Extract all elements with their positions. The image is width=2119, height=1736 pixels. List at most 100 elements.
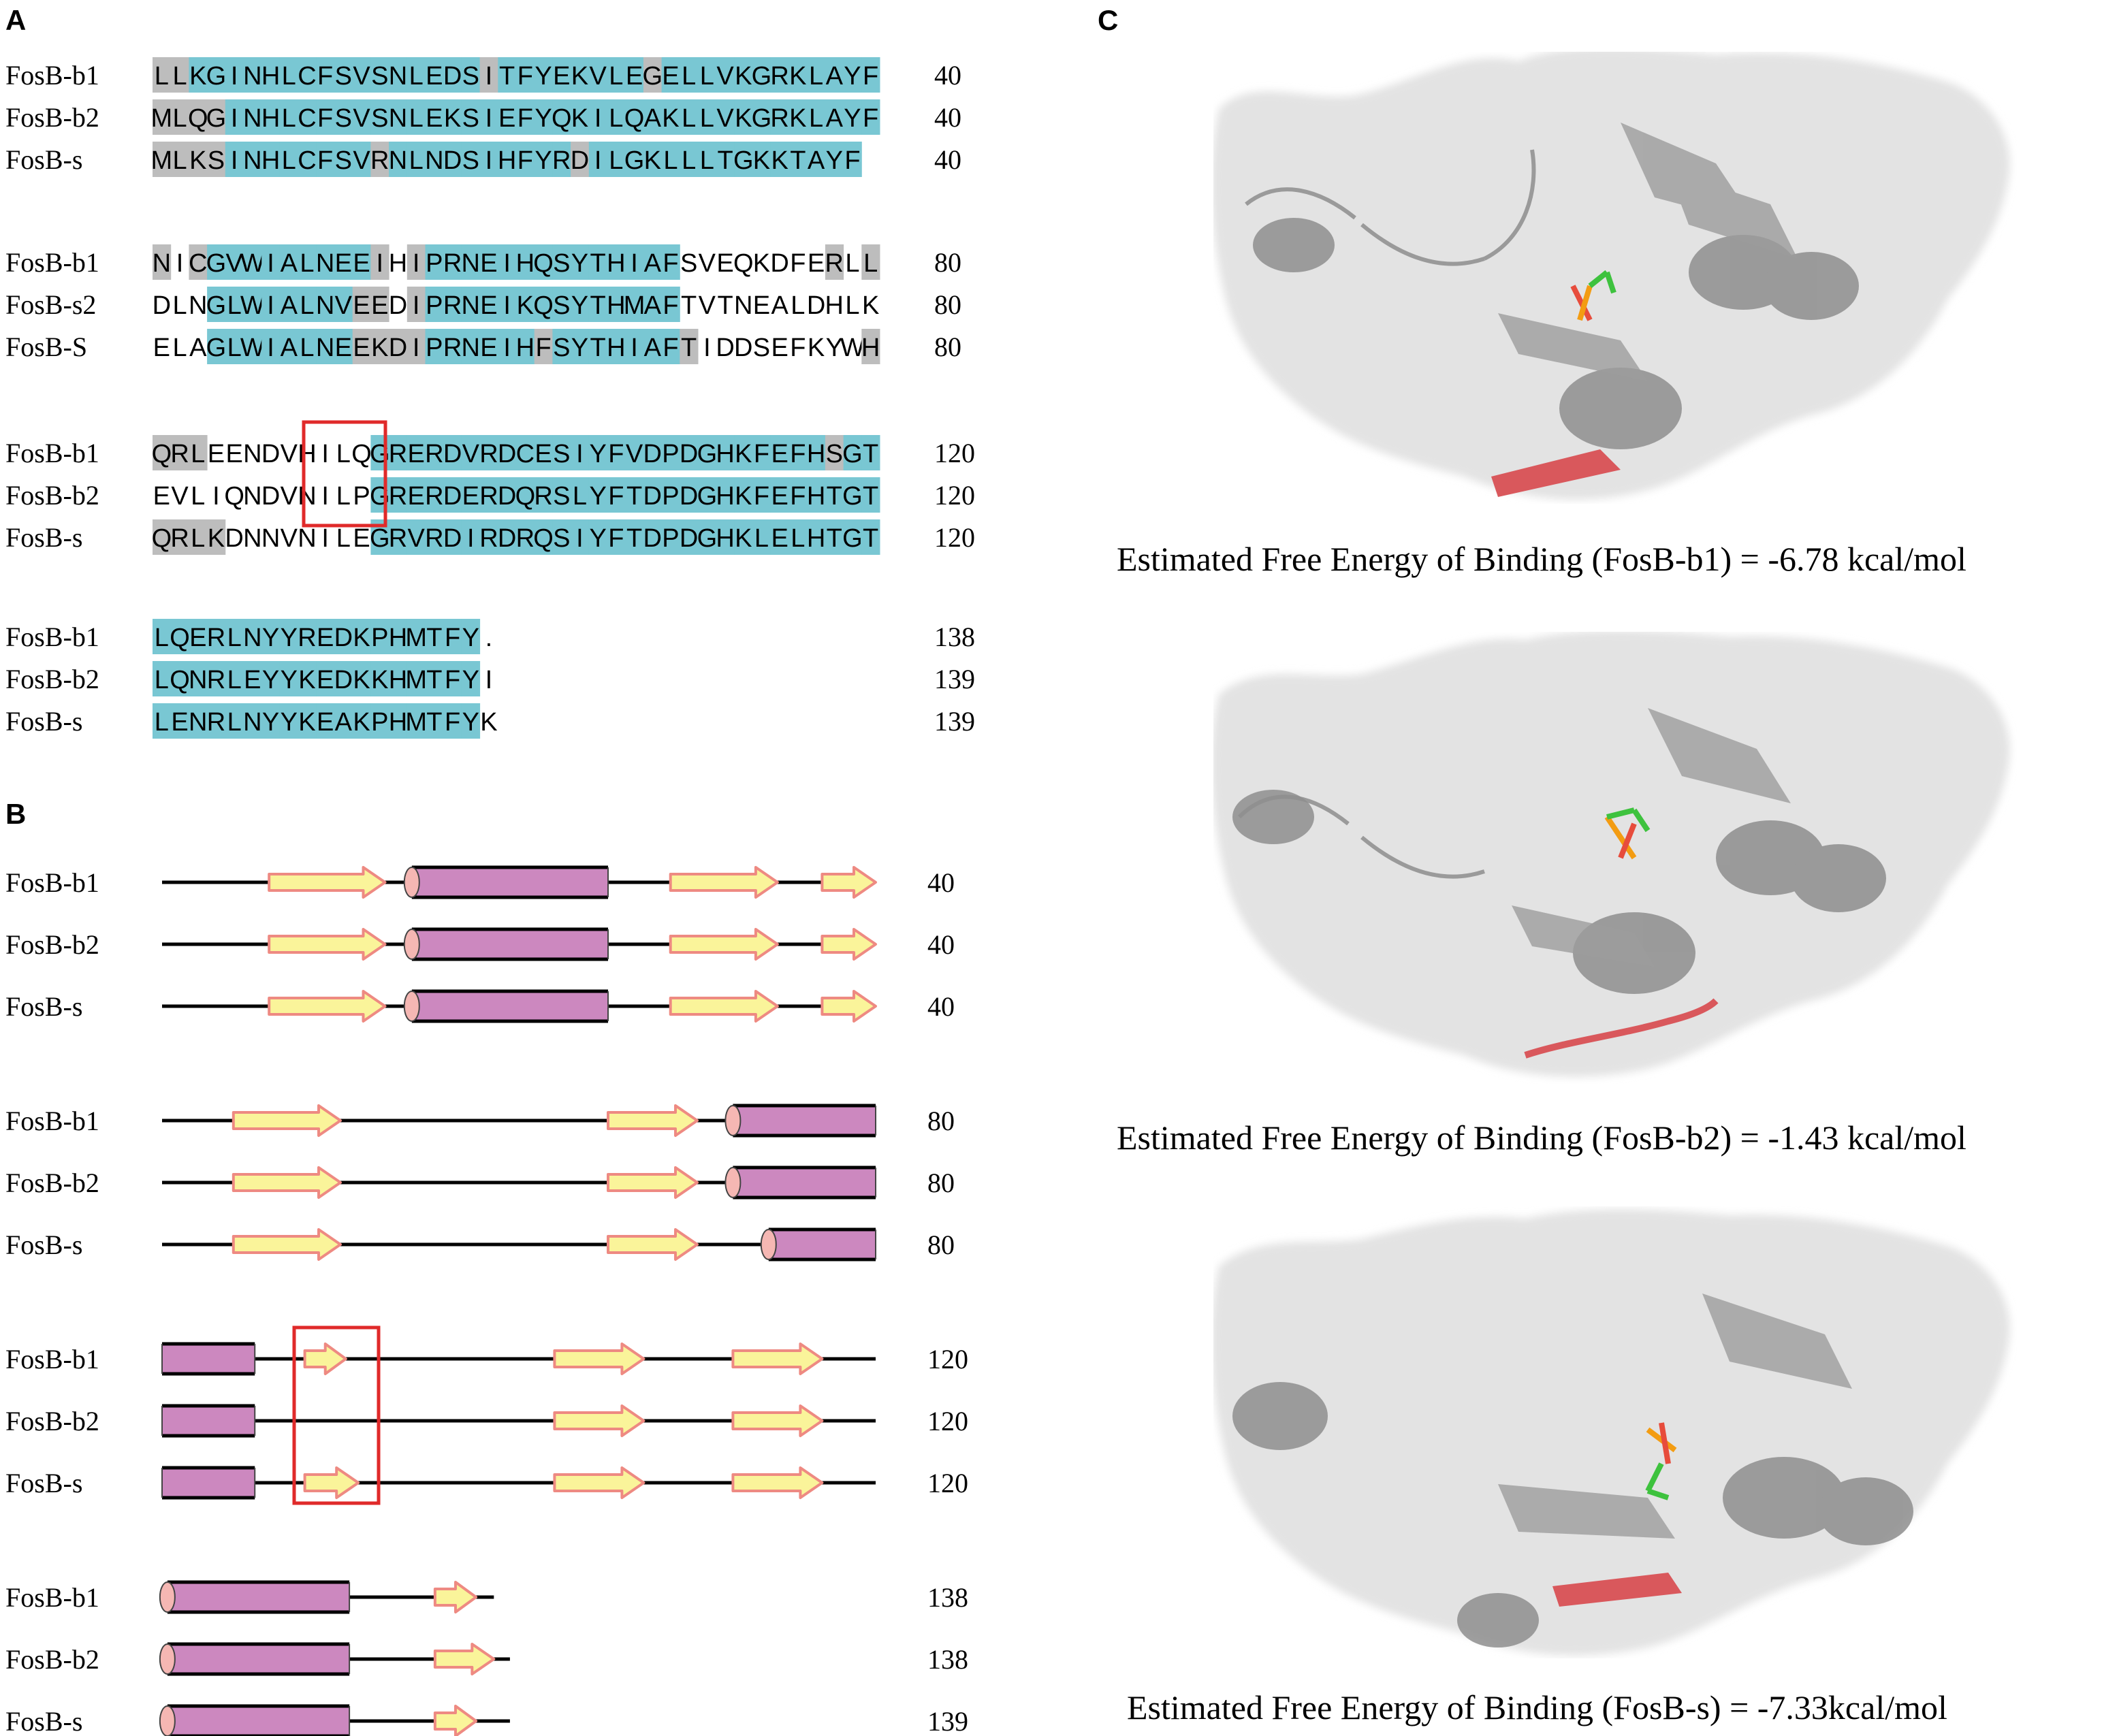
residue-shading: [588, 519, 607, 555]
residue-letter: L: [191, 524, 205, 553]
residue-letter: L: [409, 146, 424, 175]
residue-letter: T: [426, 708, 442, 737]
residue-letter: S: [462, 104, 479, 133]
residue-shading: [607, 477, 626, 513]
residue-letter: E: [407, 482, 424, 511]
residue-letter: L: [845, 291, 859, 320]
residue-letter: E: [553, 62, 570, 91]
residue-letter: E: [208, 440, 225, 468]
residue-letter: L: [682, 146, 696, 175]
residue-letter: E: [317, 624, 334, 652]
residue-letter: E: [317, 708, 334, 737]
residue-letter: G: [624, 146, 645, 175]
helix-cylinder: [159, 1704, 351, 1736]
residue-letter: E: [335, 249, 352, 278]
residue-letter: K: [298, 708, 315, 737]
strand-arrow: [433, 1581, 478, 1613]
residue-shading: [170, 57, 189, 93]
residue-letter: F: [754, 482, 769, 511]
residue-letter: F: [608, 440, 624, 468]
residue-shading: [770, 142, 789, 177]
residue-letter: K: [371, 666, 388, 694]
topology-sequence-name: FosB-s: [5, 1229, 82, 1260]
residue-shading: [352, 661, 371, 696]
residue-letter: K: [753, 146, 770, 175]
residue-letter: S: [371, 104, 388, 133]
topology-sequence-name: FosB-b2: [5, 1644, 99, 1675]
residue-shading: [389, 57, 408, 93]
residue-shading: [734, 57, 753, 93]
residue-letter: L: [191, 440, 205, 468]
residue-shading: [534, 142, 553, 177]
residue-letter: D: [334, 624, 353, 652]
residue-shading: [461, 99, 481, 135]
residue-letter: Y: [844, 62, 861, 91]
residue-letter: Y: [571, 334, 588, 362]
residue-shading: [716, 57, 735, 93]
residue-shading: [334, 703, 353, 739]
residue-letter: I: [485, 146, 493, 175]
residue-shading: [443, 287, 462, 322]
residue-letter: G: [842, 440, 863, 468]
residue-letter: D: [389, 334, 407, 362]
residue-letter: H: [807, 482, 825, 511]
residue-letter: M: [405, 666, 427, 694]
residue-shading: [571, 477, 590, 513]
residue-letter: N: [243, 440, 261, 468]
residue-letter: S: [371, 62, 388, 91]
residue-shading: [407, 244, 426, 280]
residue-letter: N: [389, 146, 407, 175]
residue-letter: A: [281, 334, 298, 362]
residue-shading: [370, 244, 389, 280]
alignment-sequence-name: FosB-b1: [5, 438, 99, 468]
residue-shading: [170, 519, 189, 555]
residue-letter: D: [443, 524, 462, 553]
residue-letter: .: [485, 624, 493, 652]
residue-shading: [425, 661, 444, 696]
residue-shading: [261, 244, 281, 280]
residue-letter: L: [282, 62, 296, 91]
residue-letter: V: [626, 440, 643, 468]
residue-shading: [279, 703, 299, 739]
residue-shading: [861, 57, 880, 93]
residue-shading: [643, 142, 663, 177]
residue-letter: E: [498, 104, 515, 133]
alignment-sequence-name: FosB-b1: [5, 247, 99, 278]
residue-letter: A: [644, 249, 662, 278]
residue-shading: [370, 619, 389, 654]
helix-cylinder: [403, 927, 609, 961]
residue-letter: R: [479, 482, 498, 511]
residue-letter: L: [155, 624, 169, 652]
residue-shading: [625, 99, 644, 135]
residue-letter: W: [240, 291, 265, 320]
residue-letter: S: [553, 334, 570, 362]
residue-letter: S: [208, 146, 225, 175]
residue-shading: [807, 142, 826, 177]
docking-structure-fosb-s: [1213, 1209, 2010, 1656]
residue-shading: [189, 57, 208, 93]
residue-shading: [298, 329, 317, 364]
residue-letter: Y: [281, 666, 298, 694]
topology-sequence-name: FosB-s: [5, 991, 82, 1022]
residue-letter: L: [700, 104, 714, 133]
topology-sequence-name: FosB-b2: [5, 1168, 99, 1198]
residue-letter: L: [227, 624, 242, 652]
residue-letter: T: [681, 334, 697, 362]
protein-surface: [1213, 52, 2010, 500]
alignment-position-number: 139: [934, 664, 975, 694]
residue-shading: [752, 57, 771, 93]
residue-shading: [498, 435, 517, 470]
residue-letter: S: [753, 334, 770, 362]
residue-letter: F: [517, 104, 533, 133]
residue-shading: [225, 661, 244, 696]
residue-shading: [261, 329, 281, 364]
residue-letter: E: [153, 334, 170, 362]
residue-letter: F: [535, 334, 551, 362]
residue-letter: F: [663, 249, 678, 278]
residue-letter: A: [644, 104, 662, 133]
residue-letter: I: [576, 440, 584, 468]
residue-shading: [770, 435, 789, 470]
residue-letter: D: [498, 524, 516, 553]
residue-shading: [788, 142, 808, 177]
residue-shading: [443, 142, 462, 177]
